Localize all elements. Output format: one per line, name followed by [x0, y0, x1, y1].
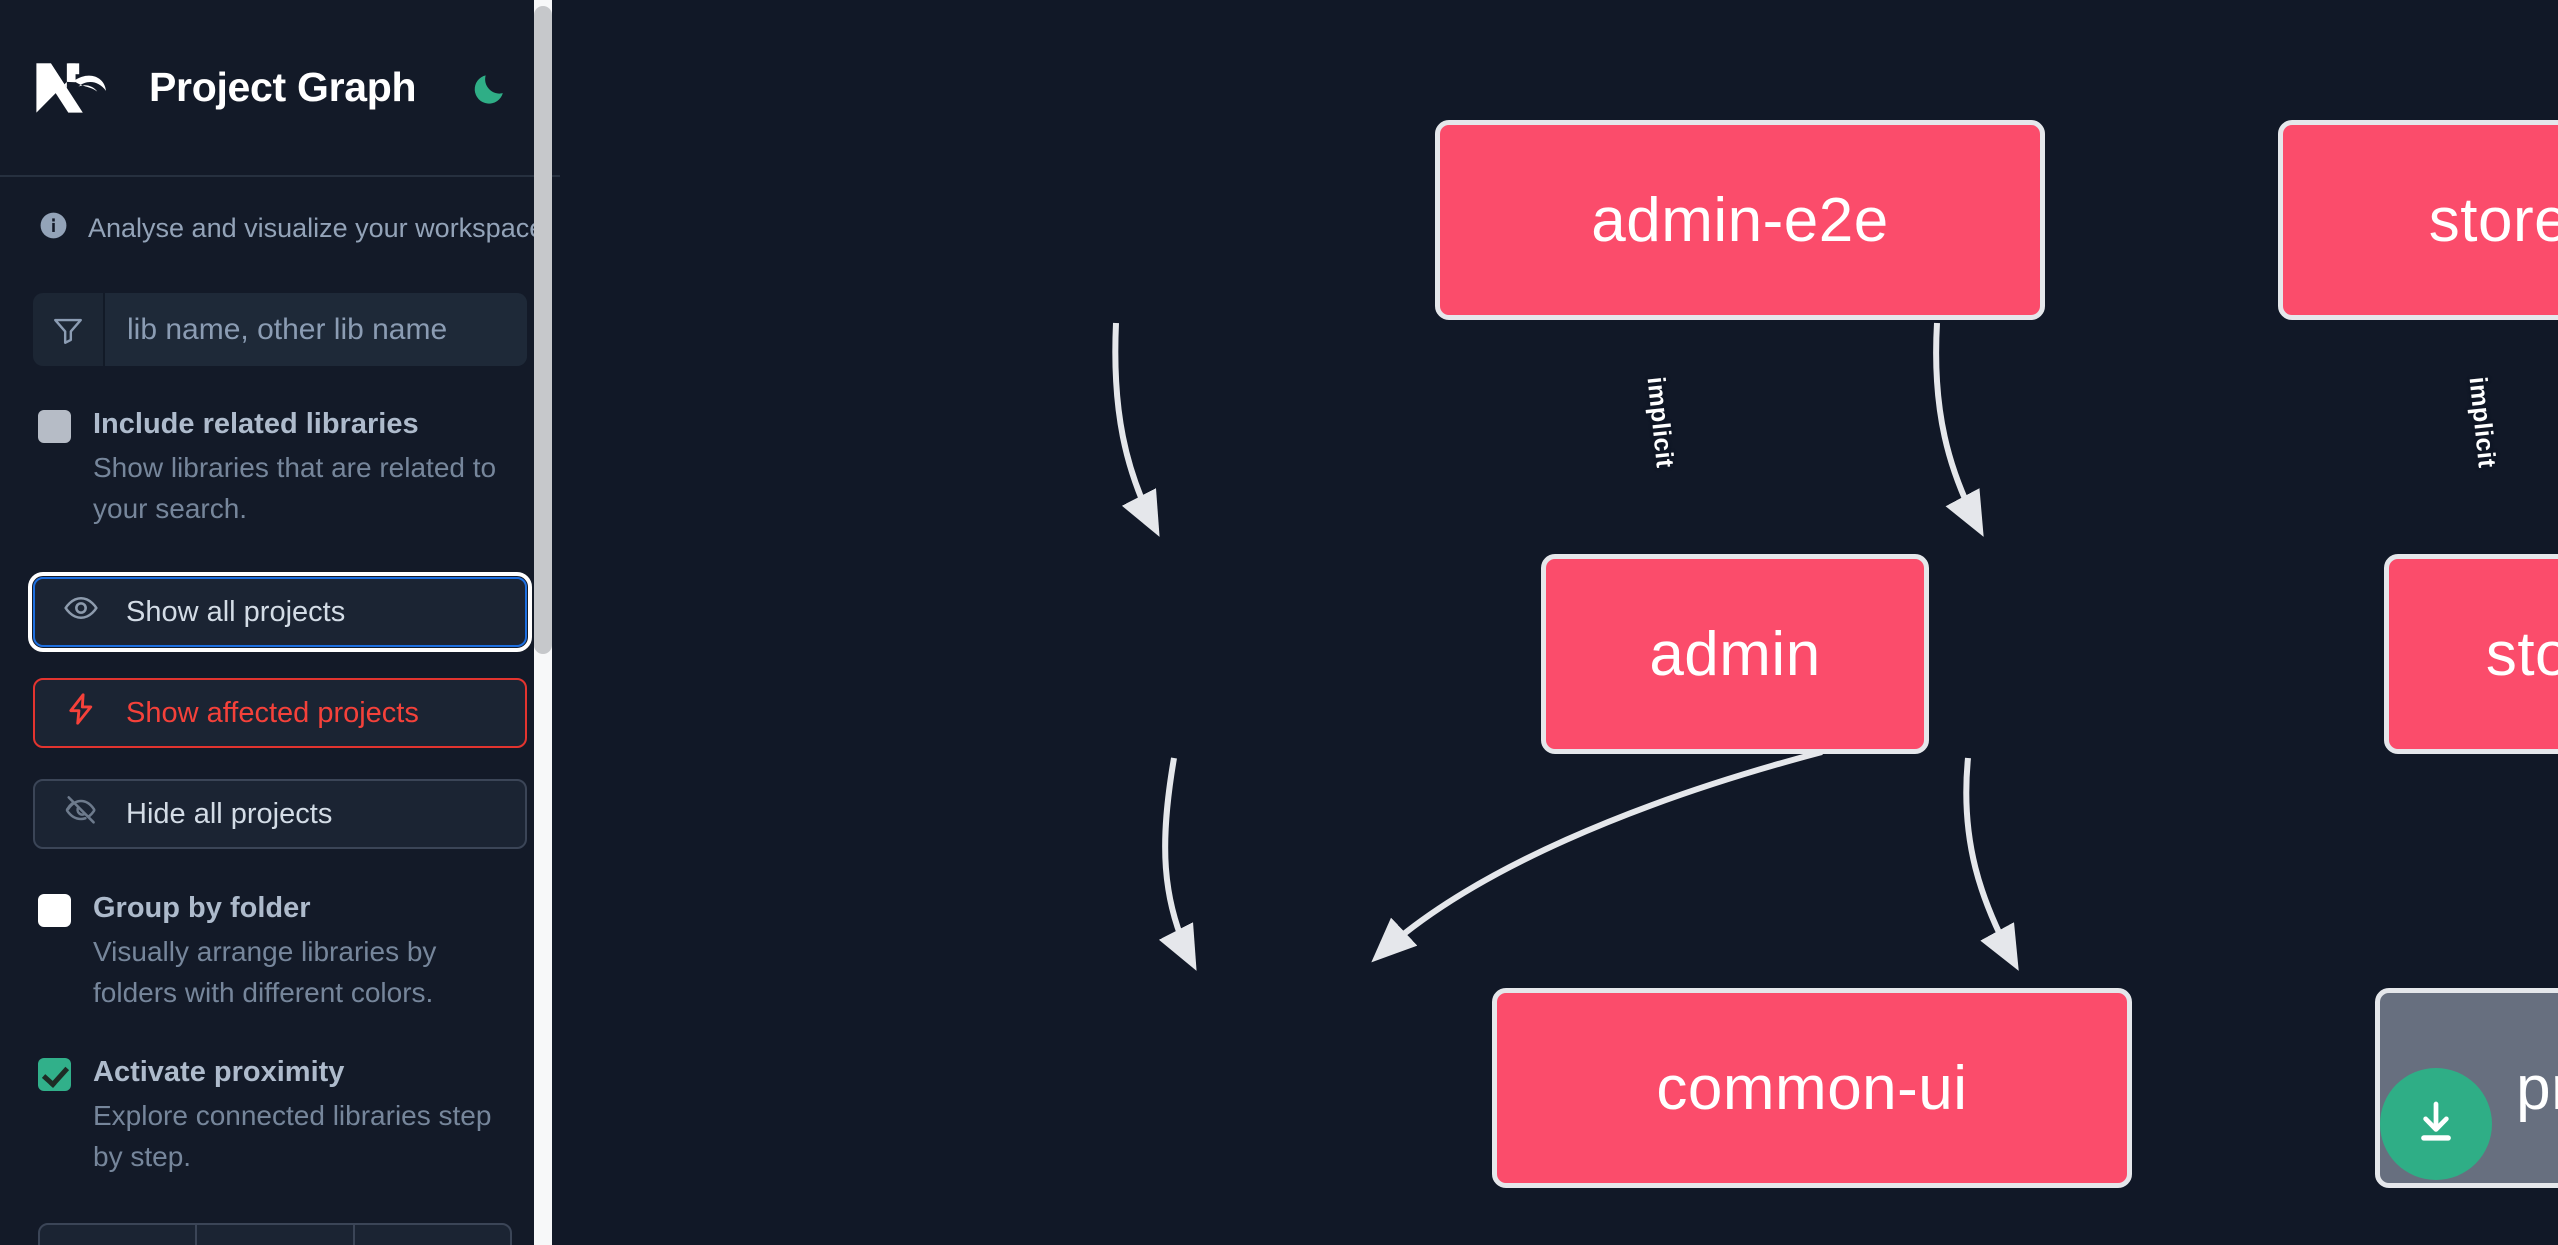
lightning-bolt-icon — [63, 691, 99, 735]
download-icon — [2409, 1095, 2463, 1154]
edge-admin-e2e-admin — [1112, 322, 1160, 537]
option-label: Group by folder — [93, 892, 311, 924]
graph-edges — [1112, 322, 2019, 971]
search-input[interactable] — [105, 293, 527, 366]
sidebar-body: Analyse and visualize your workspace. In… — [0, 177, 560, 1245]
option-group-by-folder[interactable]: Group by folder Visually arrange librari… — [33, 887, 527, 1013]
node-label: common-ui — [1656, 1053, 1968, 1123]
edge-admin-common-ui — [1158, 757, 1197, 971]
node-label: store-e2e — [2428, 185, 2558, 255]
sidebar: Project Graph Analyse and visualize your… — [0, 0, 560, 1245]
tagline: Analyse and visualize your workspace. — [33, 177, 552, 279]
page-title: Project Graph — [149, 64, 417, 110]
option-description: Visually arrange libraries by folders wi… — [93, 936, 437, 1008]
download-graph-button[interactable] — [2380, 1068, 2492, 1180]
option-activate-proximity[interactable]: Activate proximity Explore connected lib… — [33, 1051, 527, 1177]
option-label: Activate proximity — [93, 1056, 345, 1088]
node-label: products — [2516, 1053, 2558, 1123]
graph-node-admin[interactable]: admin — [1541, 554, 1929, 754]
bottom-segment[interactable] — [40, 1225, 198, 1245]
sidebar-scrollbar-thumb[interactable] — [534, 6, 552, 654]
checkbox-activate-proximity[interactable] — [38, 1058, 71, 1091]
bottom-segment[interactable] — [355, 1225, 510, 1245]
node-label: admin-e2e — [1591, 185, 1889, 255]
graph-node-store-e2e[interactable]: store-e2e — [2278, 120, 2558, 320]
bottom-segment[interactable] — [197, 1225, 355, 1245]
filter-funnel-icon — [33, 293, 105, 366]
node-label: store — [2485, 619, 2558, 689]
hide-all-projects-label: Hide all projects — [126, 797, 333, 830]
sidebar-header: Project Graph — [0, 0, 560, 177]
nx-logo-icon — [33, 59, 121, 117]
search-row[interactable] — [33, 293, 527, 366]
edge-store-products — [1963, 757, 2019, 971]
node-label: admin — [1649, 619, 1821, 689]
edge-store-common-ui — [1371, 749, 1823, 963]
bottom-button-group-partial[interactable] — [38, 1223, 512, 1245]
option-description: Show libraries that are related to your … — [93, 452, 497, 524]
show-all-projects-label: Show all projects — [126, 595, 346, 628]
hide-all-projects-button[interactable]: Hide all projects — [33, 779, 527, 849]
tagline-text: Analyse and visualize your workspace. — [88, 212, 552, 243]
graph-node-admin-e2e[interactable]: admin-e2e — [1435, 120, 2045, 320]
edge-store-e2e-store — [1933, 322, 1984, 537]
show-all-projects-button[interactable]: Show all projects — [28, 572, 532, 652]
option-description: Explore connected libraries step by step… — [93, 1100, 492, 1172]
project-visibility-buttons: Show all projects Show affected projects — [28, 572, 532, 849]
sidebar-scrollbar[interactable] — [534, 0, 552, 1245]
show-affected-projects-label: Show affected projects — [126, 696, 419, 729]
checkbox-group-by-folder[interactable] — [38, 894, 71, 927]
show-affected-projects-button[interactable]: Show affected projects — [33, 678, 527, 748]
info-circle-icon — [38, 210, 69, 246]
option-include-related-libraries[interactable]: Include related libraries Show libraries… — [33, 403, 527, 529]
checkbox-include-related-libraries[interactable] — [38, 410, 71, 443]
moon-icon[interactable] — [466, 65, 512, 111]
eye-off-icon — [63, 792, 99, 836]
graph-node-common-ui[interactable]: common-ui — [1492, 988, 2132, 1188]
graph-node-store[interactable]: store — [2384, 554, 2558, 754]
eye-icon — [63, 590, 99, 634]
graph-canvas[interactable]: implicit implicit admin-e2e store-e2e ad… — [560, 0, 2558, 1245]
option-label: Include related libraries — [93, 408, 419, 440]
